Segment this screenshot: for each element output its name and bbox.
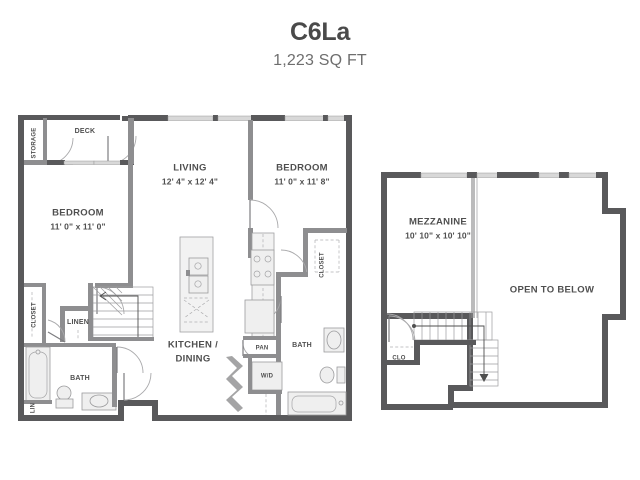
- room-living: LIVING 12' 4" x 12' 4": [162, 163, 218, 187]
- room-label-bath-right: BATH: [292, 342, 312, 349]
- room-label-pantry: PAN: [256, 346, 269, 352]
- room-label-storage: STORAGE: [32, 128, 38, 159]
- main-floor-plan: STORAGE DECK BEDROOM 11' 0" x 11' 0": [18, 115, 352, 421]
- room-label-deck: DECK: [75, 128, 96, 135]
- room-bath-right: BATH: [253, 272, 347, 416]
- wall-living-bedroom: [128, 160, 133, 285]
- room-bath-left: BATH LIN: [24, 343, 152, 413]
- room-label-kitchen-line2: DINING: [175, 354, 210, 365]
- room-label-bath-left: BATH: [70, 375, 90, 382]
- page-title: C6La: [290, 18, 350, 46]
- wall-living-bedroom-right: [248, 120, 253, 200]
- room-dim-mezzanine: 10' 10" x 10' 10": [405, 230, 471, 240]
- room-label-closet-right: CLOSET: [320, 252, 326, 278]
- main-floor-outer-walls: [18, 115, 352, 421]
- room-closet-right: CLOSET: [280, 228, 347, 278]
- room-dim-bedroom-right: 11' 0" x 11' 8": [274, 176, 329, 186]
- kitchen-range-counter: [244, 232, 275, 339]
- room-linen: LINEN: [47, 306, 90, 343]
- upper-floor-lower-walls: [381, 313, 473, 327]
- room-storage: STORAGE: [24, 118, 47, 164]
- room-label-closet-left: CLOSET: [32, 302, 38, 328]
- room-closet-upper: CLO: [381, 313, 476, 365]
- room-label-kitchen-line1: KITCHEN /: [168, 340, 218, 351]
- staircase-upper-floor: [412, 311, 499, 387]
- room-bedroom-left: BEDROOM 11' 0" x 11' 0": [50, 208, 125, 315]
- wall-kitchen-right: [248, 228, 253, 258]
- room-label-mezzanine: MEZZANINE: [409, 217, 467, 228]
- room-label-lin: LIN: [31, 403, 37, 413]
- staircase-main-floor: [88, 283, 154, 341]
- room-deck: DECK: [24, 118, 137, 165]
- room-label-bedroom-right: BEDROOM: [276, 163, 328, 174]
- room-dim-living: 12' 4" x 12' 4": [162, 176, 218, 186]
- room-bedroom-right: BEDROOM 11' 0" x 11' 8": [274, 163, 329, 187]
- appliance-washer-dryer: W/D: [248, 358, 283, 415]
- upper-floor-plan: MEZZANINE 10' 10" x 10' 10" OPEN TO BELO…: [381, 172, 626, 410]
- room-label-living: LIVING: [173, 163, 206, 174]
- room-kitchen-dining: KITCHEN / DINING: [168, 232, 283, 415]
- room-dim-bedroom-left: 11' 0" x 11' 0": [50, 221, 105, 231]
- room-pantry: PAN: [242, 336, 281, 358]
- room-label-washer-dryer: W/D: [261, 374, 274, 380]
- kitchen-island: [179, 236, 214, 333]
- room-label-bedroom-left: BEDROOM: [52, 208, 104, 219]
- room-closet-left: CLOSET: [24, 283, 46, 345]
- room-mezzanine: MEZZANINE 10' 10" x 10' 10": [405, 178, 478, 318]
- room-label-open-to-below: OPEN TO BELOW: [510, 285, 594, 296]
- room-label-closet-upper: CLO: [392, 356, 405, 362]
- door-bedroom-right: [249, 199, 279, 229]
- wall-hall-top: [95, 283, 133, 288]
- page-subtitle: 1,223 SQ FT: [273, 52, 367, 69]
- room-label-linen: LINEN: [67, 319, 89, 326]
